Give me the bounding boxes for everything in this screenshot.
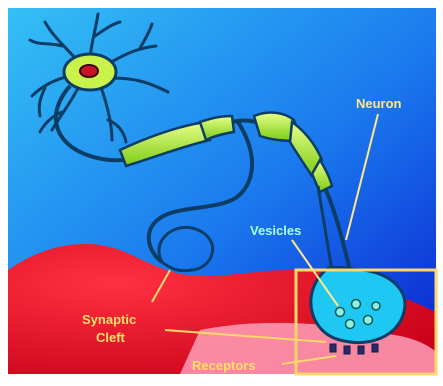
label-receptors: Receptors [192,358,256,373]
label-synaptic: Synaptic [82,312,136,327]
label-vesicles: Vesicles [250,223,301,238]
label-cleft: Cleft [96,330,126,345]
cell-body [64,54,116,90]
label-neuron: Neuron [356,96,402,111]
axon-line-bridge [232,121,256,123]
